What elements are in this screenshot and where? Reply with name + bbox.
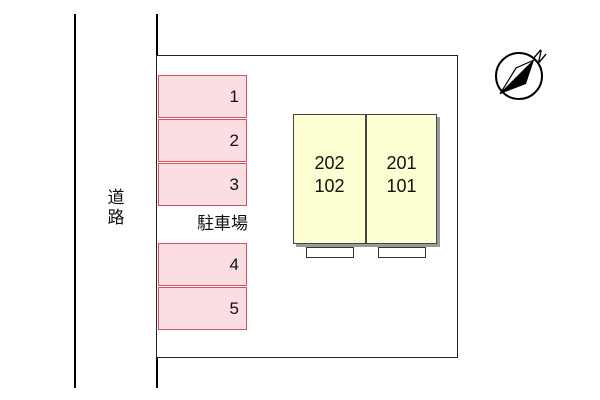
compass-needle-outline — [499, 59, 535, 95]
unit-number-upper: 202 — [314, 153, 345, 173]
parking-space-1: 1 — [158, 75, 247, 118]
parking-space-4: 4 — [158, 243, 247, 286]
parking-space-number: 4 — [229, 254, 239, 274]
parking-space-number: 1 — [229, 86, 239, 106]
unit-number-lower: 102 — [314, 176, 345, 196]
building-unit-right: 201 101 — [366, 114, 437, 244]
balcony-right — [378, 247, 426, 258]
parking-space-5: 5 — [158, 287, 247, 330]
road-edge-left — [74, 14, 76, 388]
parking-space-number: 5 — [229, 298, 239, 318]
parking-label: 駐車場 — [197, 214, 248, 234]
balcony-left — [306, 247, 354, 258]
unit-number-lower: 101 — [386, 176, 417, 196]
road-label-char-1: 道 — [107, 188, 125, 208]
road-label-char-2: 路 — [107, 208, 125, 228]
unit-number-upper: 201 — [386, 153, 417, 173]
parking-space-number: 3 — [229, 174, 239, 194]
parking-space-2: 2 — [158, 119, 247, 162]
road-label: 道 路 — [106, 190, 126, 230]
building-unit-left: 202 102 — [293, 114, 366, 244]
parking-space-number: 2 — [229, 130, 239, 150]
parking-space-3: 3 — [158, 163, 247, 206]
compass: N — [495, 46, 550, 100]
